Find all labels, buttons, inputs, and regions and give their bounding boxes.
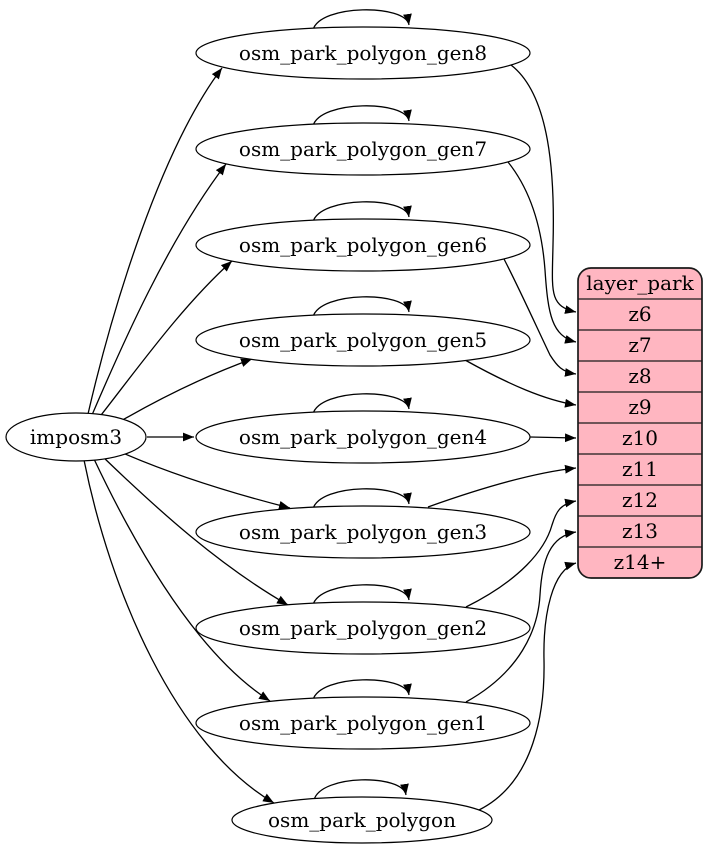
self-loop-gen2 (312, 584, 412, 606)
node-gen6-label: osm_park_polygon_gen6 (239, 233, 487, 257)
edge-imposm3-to-gen7 (91, 163, 227, 416)
node-gen1-shape (195, 696, 531, 750)
node-layer-park: layer_park z6 z7 z8 z9 z10 z11 z12 z13 z… (577, 267, 703, 579)
layer-park-row-z6: z6 (628, 302, 651, 326)
self-loop-gen4 (312, 393, 412, 415)
self-loop-gen7 (312, 105, 412, 127)
layer-park-row-z8: z8 (628, 364, 651, 388)
edge-imposm3-to-gen3 (115, 449, 291, 510)
node-gen3-shape (195, 505, 531, 559)
node-gen4-label: osm_park_polygon_gen4 (239, 425, 487, 449)
edge-imposm3-to-gen6 (97, 260, 233, 420)
edges-layer (83, 9, 577, 811)
self-loop-gen5 (312, 296, 412, 318)
layer-park-row-z14plus: z14+ (614, 550, 667, 574)
edge-gen1-to-z13 (465, 529, 577, 703)
edge-gen4-to-z10 (529, 433, 577, 443)
node-gen5-label: osm_park_polygon_gen5 (239, 328, 487, 352)
edge-gen6-to-z8 (503, 258, 577, 377)
edge-gen8-to-z6 (510, 64, 577, 314)
node-gen1-label: osm_park_polygon_gen1 (239, 711, 487, 735)
node-gen1: osm_park_polygon_gen1 (195, 696, 531, 750)
self-loop-osm-park-polygon (313, 779, 409, 801)
layer-park-row-z7: z7 (628, 333, 651, 357)
edge-imposm3-to-osm-park-polygon (83, 459, 275, 804)
self-loop-gen1 (312, 679, 412, 701)
edge-imposm3-to-gen1 (93, 458, 271, 702)
layer-park-row-z11: z11 (622, 457, 658, 481)
layer-park-row-z13: z13 (622, 519, 658, 543)
edge-gen7-to-z7 (507, 161, 577, 344)
layer-park-row-z10: z10 (622, 426, 658, 450)
node-gen2-shape (195, 601, 531, 655)
node-osm-park-polygon: osm_park_polygon (231, 796, 493, 844)
node-imposm3-label: imposm3 (30, 425, 122, 449)
node-osm-park-polygon-label: osm_park_polygon (268, 808, 456, 832)
node-gen7: osm_park_polygon_gen7 (195, 122, 531, 176)
edge-gen2-to-z12 (465, 498, 577, 608)
node-gen7-shape (195, 122, 531, 176)
node-gen6: osm_park_polygon_gen6 (195, 218, 531, 272)
self-loop-gen6 (312, 201, 412, 223)
layer-park-title: layer_park (586, 271, 694, 295)
node-gen4-shape (195, 410, 531, 464)
node-gen6-shape (195, 218, 531, 272)
edge-osm-park-polygon-to-z14plus (478, 561, 577, 811)
node-gen2: osm_park_polygon_gen2 (195, 601, 531, 655)
self-loop-gen8 (312, 9, 412, 31)
edge-gen3-to-z11 (427, 464, 577, 508)
node-imposm3: imposm3 (5, 412, 147, 462)
edge-imposm3-to-gen8 (87, 67, 223, 415)
edge-imposm3-to-gen5 (113, 358, 253, 426)
node-gen7-label: osm_park_polygon_gen7 (239, 137, 487, 161)
node-gen2-label: osm_park_polygon_gen2 (239, 616, 487, 640)
node-imposm3-shape (5, 412, 147, 462)
node-gen3: osm_park_polygon_gen3 (195, 505, 531, 559)
node-gen8-shape (195, 26, 531, 80)
layer-park-row-z9: z9 (628, 395, 651, 419)
node-osm-park-polygon-shape (231, 796, 493, 844)
layer-park-row-z12: z12 (622, 488, 658, 512)
edge-gen5-to-z9 (464, 359, 577, 408)
node-gen5-shape (195, 313, 531, 367)
node-gen4: osm_park_polygon_gen4 (195, 410, 531, 464)
node-gen3-label: osm_park_polygon_gen3 (239, 520, 487, 544)
node-gen8: osm_park_polygon_gen8 (195, 26, 531, 80)
self-loop-gen3 (312, 488, 412, 510)
node-gen5: osm_park_polygon_gen5 (195, 313, 531, 367)
edge-imposm3-to-gen2 (101, 455, 289, 606)
node-gen8-label: osm_park_polygon_gen8 (239, 41, 487, 65)
